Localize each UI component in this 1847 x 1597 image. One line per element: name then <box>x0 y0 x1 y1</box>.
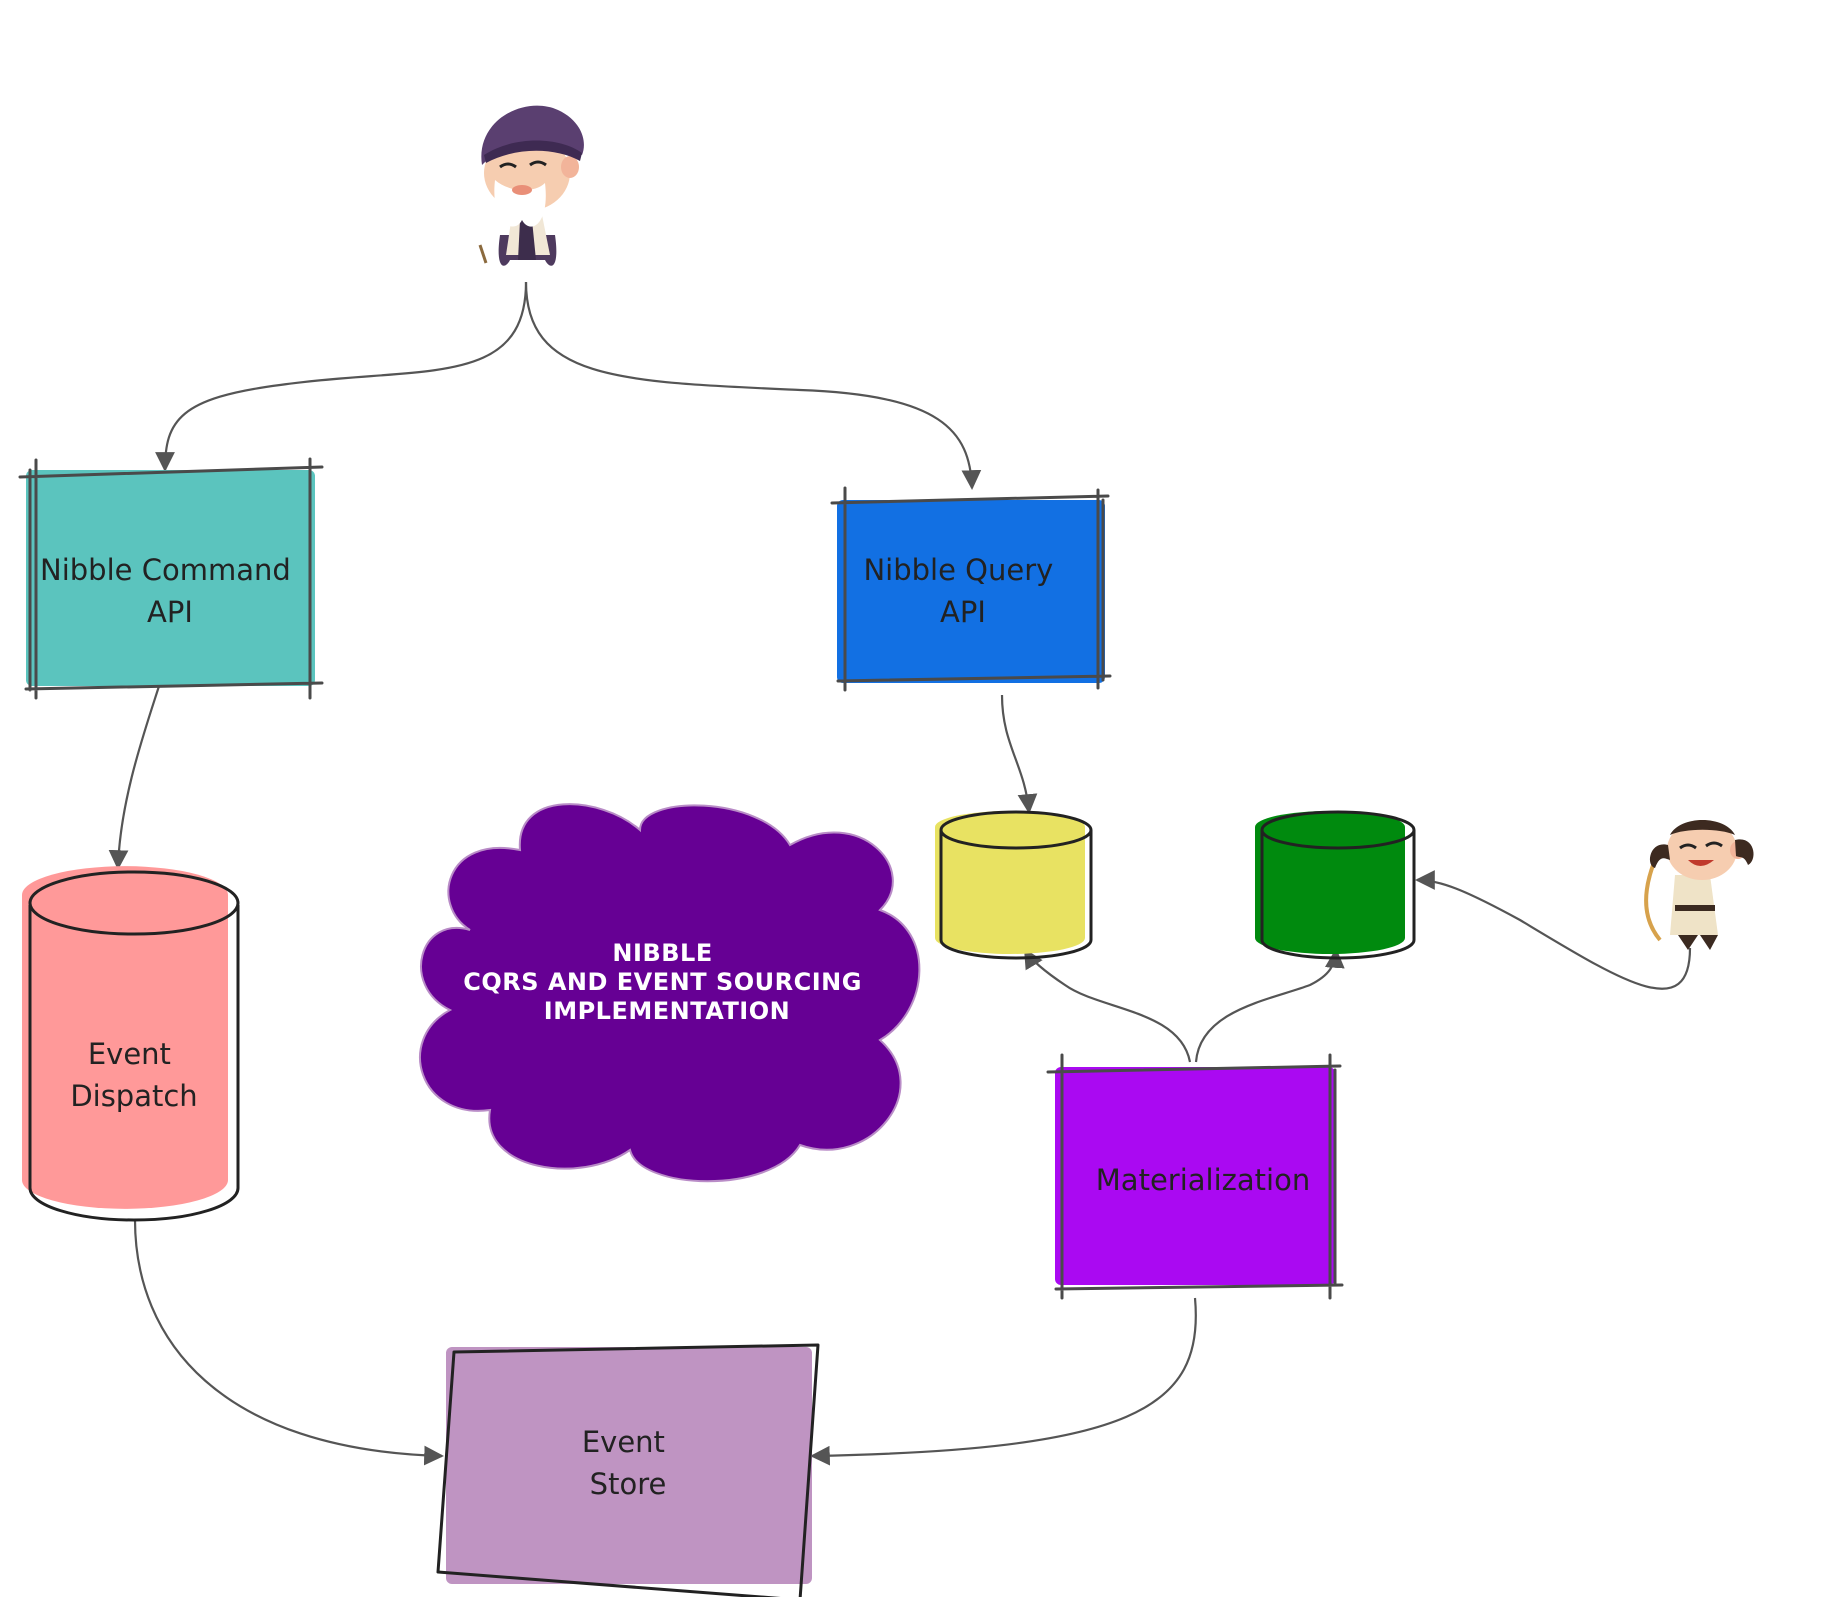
edge-user-to-command-api <box>155 281 528 472</box>
green-read-store-outline <box>1260 830 1416 960</box>
command-api-label: Nibble Command API <box>40 553 300 629</box>
materialization-sketch-frame <box>1046 1053 1344 1300</box>
old-man-character-icon <box>478 105 584 266</box>
edge-user-to-query-api <box>524 281 982 490</box>
event-dispatch-label: Event Dispatch <box>70 1037 197 1113</box>
event-store-node[interactable]: Event Store <box>436 1343 820 1597</box>
yellow-read-store[interactable] <box>935 810 1093 960</box>
event-dispatch-label-line2: Dispatch <box>70 1079 197 1113</box>
command-api-label-line1: Nibble Command <box>40 553 291 587</box>
event-dispatch-body <box>22 866 228 1209</box>
cloud-line1: NIBBLE <box>612 939 712 967</box>
edge-materialization-to-yellow-store <box>1023 948 1192 1063</box>
title-cloud-label: NIBBLE CQRS AND EVENT SOURCING IMPLEMENT… <box>463 939 871 1025</box>
green-read-store[interactable] <box>1255 810 1416 960</box>
edge-command-api-to-event-dispatch <box>108 682 162 870</box>
edge-query-api-to-yellow-store <box>1000 694 1038 814</box>
green-read-store-top <box>1260 810 1416 850</box>
event-store-sketch-frame <box>436 1343 820 1597</box>
event-dispatch-top <box>28 870 240 936</box>
cloud-line3: IMPLEMENTATION <box>544 997 790 1025</box>
yellow-read-store-body <box>935 811 1085 954</box>
query-api-box <box>837 500 1105 683</box>
event-dispatch-outline <box>28 905 240 1222</box>
edge-materialization-to-green-store <box>1194 948 1345 1063</box>
event-store-box <box>446 1347 812 1584</box>
query-api-label-line1: Nibble Query <box>863 553 1053 587</box>
query-api-sketch-frame <box>830 486 1112 692</box>
materialization-box <box>1055 1067 1335 1285</box>
cloud-line2: CQRS AND EVENT SOURCING <box>463 968 862 996</box>
event-store-label-line2: Store <box>590 1467 667 1501</box>
query-api-label-line2: API <box>940 595 986 629</box>
event-dispatch-label-line1: Event <box>88 1037 171 1071</box>
edge-materialization-to-event-store <box>810 1297 1197 1466</box>
archer-character-icon <box>1644 820 1754 950</box>
edge-event-dispatch-to-event-store <box>133 1219 444 1466</box>
materialization-label: Materialization <box>1096 1163 1310 1197</box>
edge-side-user-to-green-store <box>1415 870 1692 990</box>
title-cloud: NIBBLE CQRS AND EVENT SOURCING IMPLEMENT… <box>419 803 921 1183</box>
command-api-box <box>26 470 315 686</box>
query-api-label: Nibble Query API <box>863 553 1062 629</box>
command-api-label-line2: API <box>147 595 193 629</box>
green-read-store-body <box>1255 811 1405 954</box>
yellow-read-store-outline <box>939 830 1093 960</box>
title-cloud-shape <box>419 803 921 1183</box>
event-store-label: Event Store <box>582 1425 674 1501</box>
event-dispatch-node[interactable]: Event Dispatch <box>22 866 240 1222</box>
query-api-node[interactable]: Nibble Query API <box>830 486 1112 692</box>
event-store-label-line1: Event <box>582 1425 665 1459</box>
edges <box>108 281 1692 1466</box>
command-api-sketch-frame <box>18 457 324 700</box>
materialization-node[interactable]: Materialization <box>1046 1053 1344 1300</box>
command-api-node[interactable]: Nibble Command API <box>18 457 324 700</box>
yellow-read-store-top <box>939 810 1093 850</box>
